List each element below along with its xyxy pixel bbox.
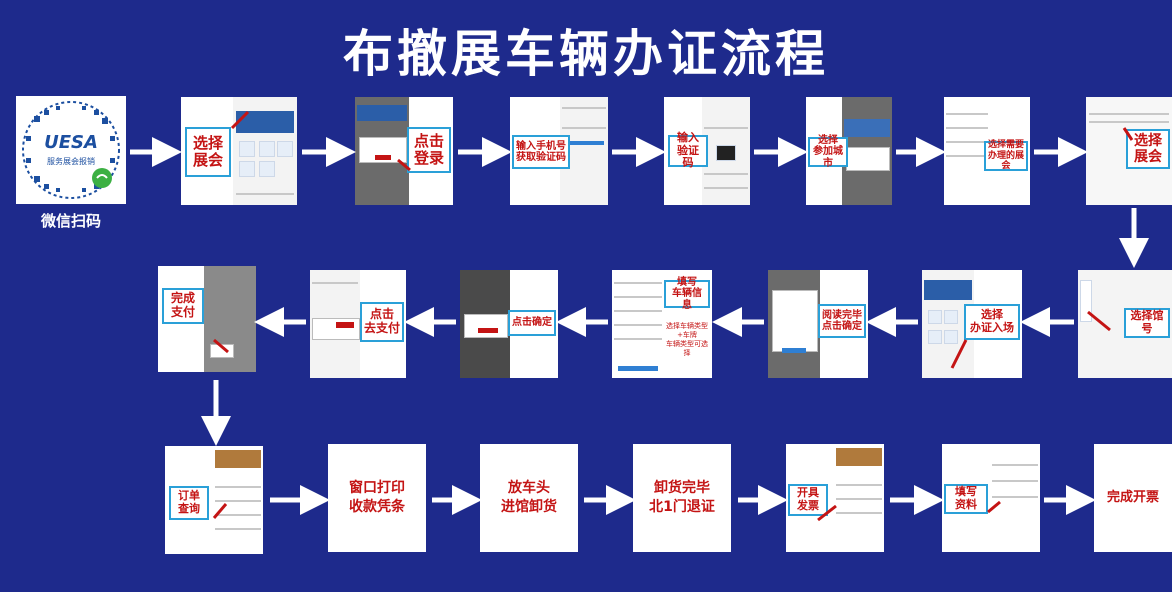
step-19-card: 开具 发票 [786,444,884,552]
step-label: 完成 支付 [162,288,204,324]
step-label: 选择需要 办理的展会 [984,140,1028,171]
phone-screenshot [990,444,1040,552]
step-16-card: 窗口打印 收款凭条 [328,444,426,552]
phone-screenshot [922,270,974,378]
step-label: 点击 登录 [407,127,451,173]
phone-screenshot [944,97,990,205]
page-title: 布撤展车辆办证流程 [343,25,829,83]
step-13-card: 点击 去支付 [310,270,406,378]
step-label: 输入 验证码 [668,131,708,169]
step-21-card: 完成开票 [1094,444,1172,552]
step-14-card: 完成 支付 [158,266,256,372]
step-label: 填写 资料 [944,484,988,514]
step-2-card: 点击 登录 [355,97,453,205]
pointer-stroke [1122,127,1134,141]
phone-screenshot [834,444,884,552]
phone-screenshot [213,446,263,554]
step-note: 选择车辆类型+车牌 车辆类型可选择 [666,322,708,358]
pointer-stroke [1087,310,1111,332]
qr-code: UESA 服务展会报销 [16,96,126,204]
step-label: 选择 办证入场 [964,304,1020,340]
step-label: 卸货完毕 北1门退证 [649,480,715,515]
pointer-stroke [817,504,837,522]
step-label: 订单 查询 [169,486,209,520]
step-label: 选择 展会 [1126,129,1170,169]
step-label: 开具 发票 [788,484,828,516]
step-10-card: 阅读完毕 点击确定 [768,270,868,378]
pointer-stroke [987,500,1001,514]
step-label: 阅读完毕 点击确定 [818,304,866,338]
step-7-card: 选择 展会 [1086,97,1172,205]
step-17-card: 放车头 进馆卸货 [480,444,578,552]
phone-screenshot [702,97,750,205]
phone-screenshot [612,270,664,378]
phone-screenshot [355,97,409,205]
step-8-card: 选择馆号 [1078,270,1172,378]
step-label: 点击确定 [508,310,556,336]
step-9-card: 选择 办证入场 [922,270,1022,378]
phone-screenshot [842,97,892,205]
step-3-card: 输入手机号 获取验证码 [510,97,608,205]
pointer-stroke [230,110,250,130]
step-label: 选择馆号 [1124,308,1170,338]
qr-caption: 微信扫码 [40,212,101,230]
step-15-card: 订单 查询 [165,446,263,554]
phone-screenshot [768,270,820,378]
pointer-stroke [397,158,411,172]
phone-screenshot [204,266,256,372]
step-4-card: 输入 验证码 [664,97,750,205]
step-label: 选择 参加城市 [808,135,848,169]
step-label: 放车头 进馆卸货 [501,480,557,515]
pointer-stroke [950,339,968,369]
phone-screenshot [310,270,360,378]
step-label: 输入手机号 获取验证码 [512,135,570,169]
qr-logo-text: UESA [44,132,98,153]
step-label: 填写 车辆信息 [664,277,710,311]
step-5-card: 选择 参加城市 [806,97,892,205]
step-label: 完成开票 [1106,490,1159,506]
step-18-card: 卸货完毕 北1门退证 [633,444,731,552]
step-label: 选择 展会 [185,127,231,177]
pointer-stroke [213,338,229,354]
phone-screenshot [460,270,510,378]
step-label: 点击 去支付 [360,302,404,342]
step-20-card: 填写 资料 [942,444,1040,552]
step-6-card: 选择需要 办理的展会 [944,97,1030,205]
qr-logo-subtext: 服务展会报销 [47,157,95,166]
pointer-stroke [212,503,228,519]
step-label: 窗口打印 收款凭条 [349,480,405,515]
step-12-card: 点击确定 [460,270,558,378]
qr-pattern [22,101,120,199]
step-11-card: 填写 车辆信息 选择车辆类型+车牌 车辆类型可选择 [612,270,712,378]
